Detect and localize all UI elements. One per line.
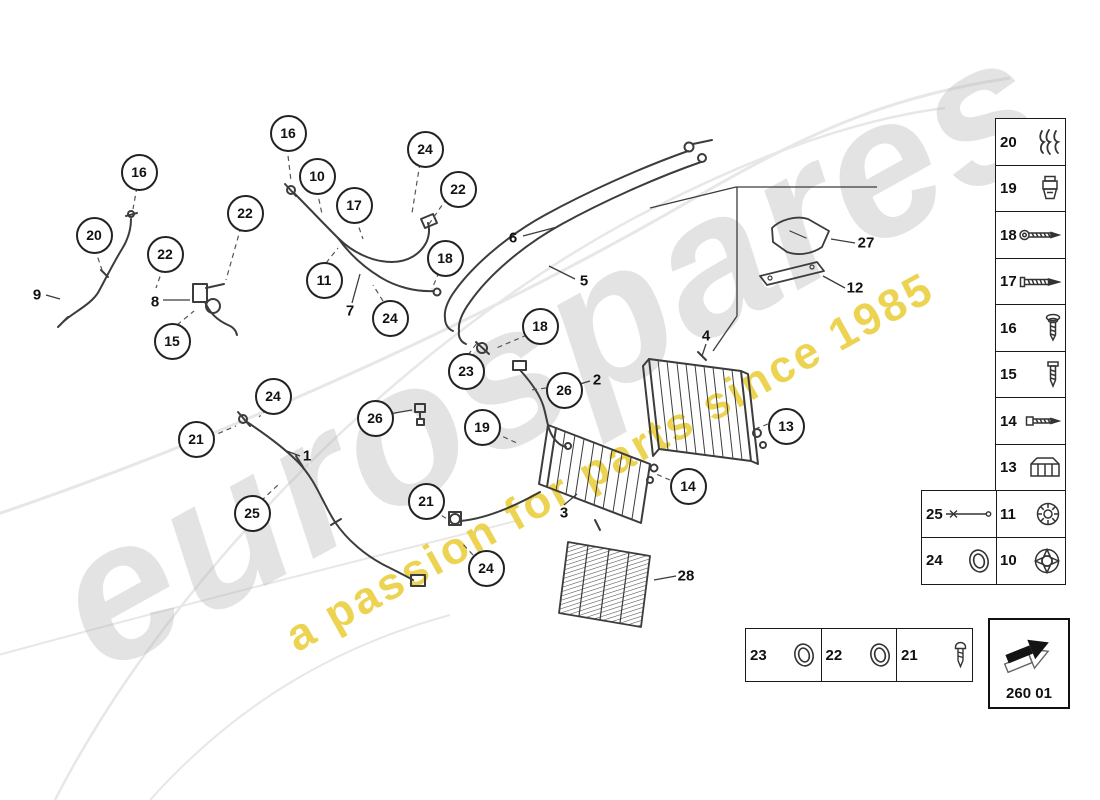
part-number: 16: [1000, 319, 1017, 337]
callout-21[interactable]: 21: [177, 420, 215, 458]
part-label-3: 3: [559, 504, 569, 522]
callout-24[interactable]: 24: [371, 299, 409, 337]
callout-24[interactable]: 24: [254, 377, 292, 415]
part-box-11[interactable]: 11: [995, 490, 1066, 538]
part-number: 22: [825, 646, 843, 664]
parts-legend-bottom: 23 22 21: [745, 628, 973, 682]
part-number: 13: [1000, 459, 1017, 476]
callout-26[interactable]: 26: [545, 371, 583, 409]
callout-22[interactable]: 22: [146, 235, 184, 273]
part-box-21[interactable]: 21: [896, 628, 973, 682]
callout-24[interactable]: 24: [467, 549, 505, 587]
part-label-8: 8: [150, 293, 160, 311]
part-label-12: 12: [846, 279, 864, 297]
callout-11[interactable]: 11: [305, 261, 343, 299]
page-ref-box: [988, 618, 1070, 685]
part-number: 18: [1000, 226, 1017, 244]
callout-26[interactable]: 26: [356, 399, 394, 437]
part-box-19[interactable]: 19: [995, 164, 1066, 213]
o-ring-icon: [791, 641, 817, 669]
part-label-6: 6: [508, 229, 518, 247]
callout-14[interactable]: 14: [669, 467, 707, 505]
union-nut-icon: [1035, 501, 1061, 527]
part-box-10[interactable]: 10: [995, 536, 1066, 585]
screw-long-icon: [1019, 228, 1061, 242]
sealing-cap-icon: [1033, 547, 1061, 575]
part-box-13[interactable]: 13: [995, 443, 1066, 492]
part-box-16[interactable]: 16: [995, 304, 1066, 352]
callout-17[interactable]: 17: [335, 186, 373, 224]
part-box-22[interactable]: 22: [820, 628, 898, 682]
clip-icon: [1037, 128, 1061, 156]
callout-22[interactable]: 22: [226, 194, 264, 232]
part-label-28: 28: [677, 567, 695, 585]
part-box-25[interactable]: 25: [921, 490, 997, 538]
part-label-1: 1: [302, 447, 312, 465]
callout-13[interactable]: 13: [767, 407, 805, 445]
part-number: 10: [1000, 552, 1017, 569]
part-box-17[interactable]: 17: [995, 257, 1066, 306]
callout-18[interactable]: 18: [521, 307, 559, 345]
part-label-7: 7: [345, 302, 355, 320]
part-label-9: 9: [32, 286, 42, 304]
o-ring-icon: [966, 547, 992, 575]
part-label-27: 27: [857, 234, 875, 252]
part-number: 20: [1000, 133, 1017, 151]
callout-20[interactable]: 20: [75, 216, 113, 254]
callout-19[interactable]: 19: [463, 408, 501, 446]
part-number: 19: [1000, 180, 1017, 197]
part-number: 11: [1000, 505, 1016, 523]
part-number: 25: [926, 505, 943, 523]
part-number: 15: [1000, 366, 1017, 383]
screw-washer-icon: [1045, 313, 1061, 343]
callout-25[interactable]: 25: [233, 494, 271, 532]
part-number: 23: [750, 646, 767, 664]
part-number: 24: [926, 552, 943, 569]
callout-16[interactable]: 16: [269, 114, 307, 152]
parts-legend-sidebar: 20 19 18 17 16 15 14 13 11 10: [995, 118, 1066, 585]
page-code: 260 01: [988, 679, 1070, 709]
valve-icon: [1039, 175, 1061, 203]
screw-long-flat-icon: [1019, 275, 1061, 289]
callout-16[interactable]: 16: [120, 153, 158, 191]
part-label-2: 2: [592, 371, 602, 389]
callout-24[interactable]: 24: [406, 130, 444, 168]
rivet-pin-icon: [944, 508, 992, 520]
part-box-18[interactable]: 18: [995, 211, 1066, 259]
part-box-20[interactable]: 20: [995, 118, 1066, 166]
direction-arrow-icon: [1003, 639, 1050, 673]
part-label-5: 5: [579, 272, 589, 290]
part-box-15[interactable]: 15: [995, 350, 1066, 399]
bolt-icon: [1025, 415, 1061, 427]
part-box-23[interactable]: 23: [745, 628, 822, 682]
callout-15[interactable]: 15: [153, 322, 191, 360]
callout-23[interactable]: 23: [447, 352, 485, 390]
part-label-4: 4: [701, 327, 711, 345]
bracket-clamp-icon: [1029, 456, 1061, 480]
part-number: 14: [1000, 412, 1017, 430]
part-number: 21: [901, 646, 918, 664]
part-number: 17: [1000, 273, 1017, 290]
o-ring-icon: [867, 641, 893, 669]
callout-21[interactable]: 21: [407, 482, 445, 520]
callout-18[interactable]: 18: [426, 239, 464, 277]
parts-legend-extra: 25 24: [921, 490, 997, 585]
callout-22[interactable]: 22: [439, 170, 477, 208]
screw-icon: [1045, 360, 1061, 390]
part-box-24[interactable]: 24: [921, 536, 997, 585]
pan-screw-icon: [953, 641, 968, 669]
part-box-14[interactable]: 14: [995, 397, 1066, 445]
callout-10[interactable]: 10: [298, 157, 336, 195]
